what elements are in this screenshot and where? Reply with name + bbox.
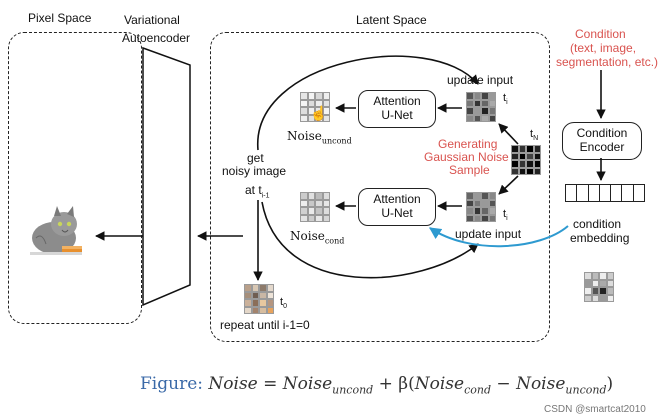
get-noisy-line2: noisy image <box>222 164 287 178</box>
hand-cursor-icon: ☝ <box>310 105 328 121</box>
condition-title-1: Condition <box>575 27 626 41</box>
t-0-label: t0 <box>280 296 287 311</box>
repeat-until-label: repeat until i-1=0 <box>220 318 310 332</box>
embedding-sample-grid <box>584 272 614 302</box>
attention-unet-top-line1: Attention <box>373 94 421 109</box>
condition-embedding-bar <box>565 184 645 202</box>
update-input-top: update input <box>447 73 514 87</box>
input-grid-top <box>466 92 496 122</box>
output-latent-grid <box>244 284 274 314</box>
noise-cond-grid <box>300 192 330 222</box>
noise-uncond-label: Noiseuncond <box>287 129 352 146</box>
t-i-bottom-label: ti <box>503 208 508 223</box>
t-n-label: tN <box>530 128 539 143</box>
attention-unet-bottom-line1: Attention <box>373 192 421 207</box>
update-input-bottom: update input <box>455 227 522 241</box>
condition-embedding-label-1: condition <box>573 217 622 231</box>
latent-space-title: Latent Space <box>356 13 427 27</box>
watermark: CSDN @smartcat2010 <box>544 404 646 415</box>
noise-uncond-grid <box>300 92 330 122</box>
condition-encoder-line2: Encoder <box>579 140 625 154</box>
vae-title-1: Variational <box>124 13 180 27</box>
gaussian-noise-grid <box>511 145 541 175</box>
generating-line1: Generating <box>438 137 498 151</box>
caption-prefix: Figure: <box>140 374 203 394</box>
generating-line3: Sample <box>449 163 490 177</box>
condition-title-3: segmentation, etc.) <box>556 55 659 69</box>
cat-photo <box>24 204 88 260</box>
vae-title-2: Autoencoder <box>122 31 191 45</box>
pixel-space-box <box>8 32 142 324</box>
pixel-space-title: Pixel Space <box>28 11 92 25</box>
attention-unet-top-line2: U-Net <box>381 108 413 122</box>
condition-title-2: (text, image, <box>570 41 637 55</box>
figure-caption: Figure: Noise = Noiseuncond + β(Noisecon… <box>140 374 614 397</box>
condition-embedding-label-2: embedding <box>570 231 630 245</box>
latent-space-box <box>210 32 550 342</box>
condition-encoder-line1: Condition <box>576 126 628 141</box>
generating-line2: Gaussian Noise <box>424 150 509 164</box>
get-noisy-line1: get <box>247 151 264 165</box>
attention-unet-bottom-line2: U-Net <box>381 206 413 220</box>
t-i-top-label: ti <box>503 92 508 107</box>
noise-cond-label: Noisecond <box>290 229 345 246</box>
vae-trapezoid <box>142 46 191 307</box>
get-noisy-line3: at ti-1 <box>245 183 270 200</box>
input-grid-bottom <box>466 192 496 222</box>
